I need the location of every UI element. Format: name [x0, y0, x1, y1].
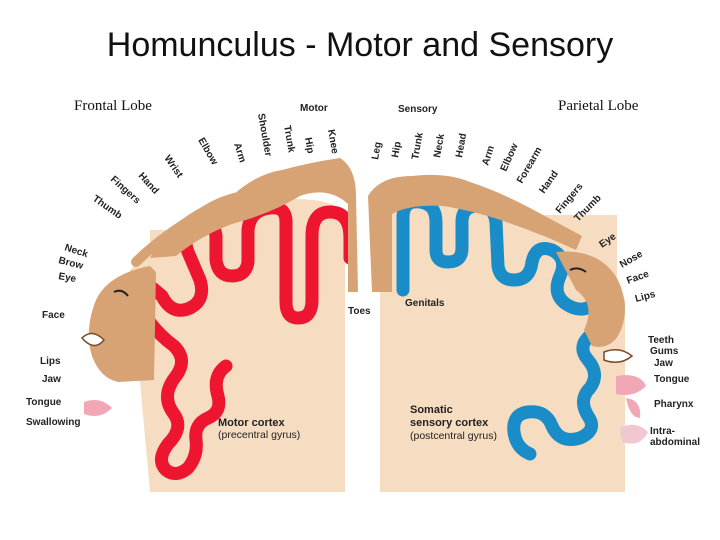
motor-homunculus-eye: [113, 289, 129, 297]
motor-homunculus-tongue: [84, 400, 112, 416]
sensory-label-intra: Intra-: [650, 426, 675, 437]
sensory-label-neck: Neck: [432, 133, 447, 159]
motor-caption-sub: (precentral gyrus): [218, 429, 300, 441]
sensory-label-gums: Gums: [650, 346, 679, 357]
sensory-label-teeth: Teeth: [648, 335, 674, 346]
motor-label-toes: Toes: [348, 306, 371, 317]
sensory-label-tongue: Tongue: [654, 374, 690, 385]
sensory-homunculus-mouth: [603, 349, 634, 363]
motor-label-elbow: Elbow: [195, 136, 219, 167]
motor-label-jaw: Jaw: [42, 374, 61, 385]
sensory-caption-line3: (postcentral gyrus): [410, 430, 497, 442]
motor-label-arm: Arm: [231, 142, 248, 165]
motor-cortex-band: [136, 201, 357, 480]
sensory-label-hip: Hip: [390, 141, 404, 159]
motor-header: Motor: [300, 103, 328, 114]
sensory-homunculus-face: [556, 251, 625, 347]
motor-label-wrist: Wrist: [162, 153, 186, 180]
sensory-homunculus-pharynx: [626, 398, 641, 418]
sensory-cortex-band: [396, 195, 608, 461]
sensory-label-forearm: Forearm: [515, 145, 545, 185]
motor-label-trunk: Trunk: [281, 125, 297, 154]
frontal-lobe-label: Frontal Lobe: [74, 98, 152, 114]
sensory-label-hand: Hand: [537, 169, 560, 196]
sensory-label-abdominal: abdominal: [650, 437, 700, 448]
sensory-label-nose: Nose: [618, 249, 645, 271]
motor-label-lips: Lips: [40, 356, 61, 367]
sensory-homunculus-tongue: [616, 375, 646, 395]
sensory-label-head: Head: [454, 133, 469, 159]
sensory-label-pharynx: Pharynx: [654, 399, 694, 410]
sensory-label-jaw: Jaw: [654, 358, 673, 369]
motor-label-tongue: Tongue: [26, 397, 62, 408]
motor-label-hand: Hand: [136, 171, 161, 197]
sensory-label-elbow: Elbow: [499, 142, 521, 174]
slide-title: Homunculus - Motor and Sensory: [106, 26, 614, 64]
sensory-label-arm: Arm: [480, 144, 497, 167]
motor-homunculus-body: [150, 158, 358, 292]
sensory-label-leg: Leg: [370, 141, 384, 160]
sensory-header: Sensory: [398, 104, 438, 115]
motor-label-thumb: Thumb: [90, 193, 124, 221]
sensory-label-trunk: Trunk: [410, 131, 426, 160]
sensory-label-lips: Lips: [634, 289, 657, 305]
sensory-label-face: Face: [625, 269, 651, 287]
sensory-caption-line1: Somatic: [410, 404, 453, 416]
motor-homunculus-arm: [131, 191, 251, 267]
sensory-homunculus-eye: [569, 267, 587, 273]
parietal-lobe-label: Parietal Lobe: [558, 98, 639, 114]
motor-homunculus-mouth: [80, 332, 106, 347]
sensory-homunculus-viscera: [620, 424, 648, 444]
motor-label-hip: Hip: [302, 137, 316, 155]
motor-label-swallowing: Swallowing: [26, 417, 80, 428]
sensory-caption-line2: sensory cortex: [410, 417, 489, 429]
motor-label-shoulder: Shoulder: [255, 113, 273, 158]
sensory-homunculus-body: [368, 174, 582, 292]
motor-label-eye: Eye: [57, 271, 77, 285]
sensory-label-genitals: Genitals: [405, 298, 445, 309]
motor-caption-title: Motor cortex: [218, 417, 286, 429]
motor-homunculus-face: [88, 266, 156, 382]
motor-label-knee: Knee: [325, 129, 340, 155]
motor-label-face: Face: [42, 310, 65, 321]
